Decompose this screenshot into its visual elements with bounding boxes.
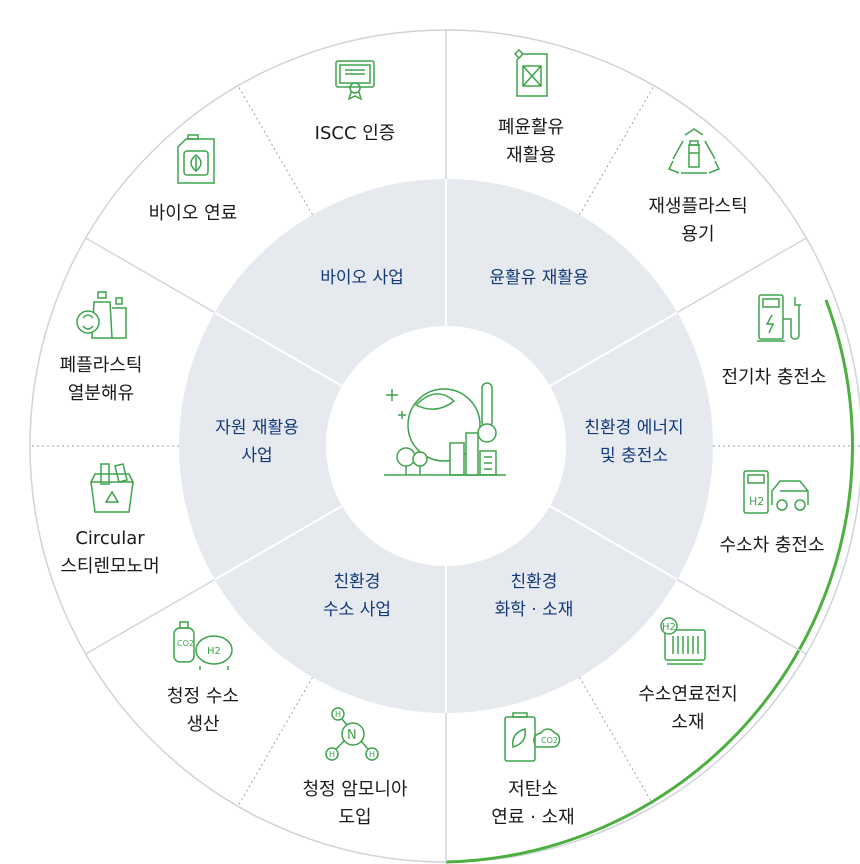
svg-text:CO2: CO2 (177, 639, 194, 648)
inner-divider (214, 505, 343, 581)
oil-can-icon (509, 48, 553, 100)
inner-label-bio: 바이오 사업 (320, 268, 404, 288)
svg-text:H2: H2 (207, 646, 221, 657)
outer-dividers (30, 30, 860, 862)
outer-label-h2-charging: 수소차 충전소 (719, 535, 825, 556)
inner-divider (549, 505, 678, 581)
svg-text:H: H (329, 750, 335, 759)
plastic-bottles-icon (74, 288, 130, 344)
accent-arc (445, 299, 854, 864)
svg-text:H: H (369, 750, 375, 759)
outer-divider (676, 578, 807, 655)
center-disc (326, 326, 566, 566)
outer-divider (85, 237, 216, 314)
outer-label-iscc: ISCC 인증 (314, 123, 396, 144)
eco-city-icon (376, 375, 516, 485)
certificate-icon (332, 55, 378, 101)
fuel-cell-icon: H2 (659, 616, 709, 668)
bio-fuel-can-icon (172, 133, 220, 187)
outer-label-bio-fuel: 바이오 연료 (148, 203, 238, 224)
inner-divider (549, 311, 678, 387)
outer-divider (676, 237, 807, 314)
recycle-bottle-icon (667, 127, 721, 177)
low-carbon-fuel-icon: CO2 (499, 711, 561, 765)
ammonia-molecule-icon: N H H H (322, 706, 384, 764)
svg-text:H2: H2 (662, 622, 676, 633)
svg-text:N: N (347, 728, 357, 743)
inner-divider (214, 311, 343, 387)
svg-text:H: H (335, 710, 341, 719)
recycle-bin-icon (87, 460, 137, 516)
inner-dividers (214, 179, 678, 713)
ev-charger-icon (755, 291, 801, 345)
hydrogen-station-icon: H2 (742, 467, 810, 517)
outer-label-ev-charging: 전기차 충전소 (721, 367, 827, 388)
svg-text:CO2: CO2 (541, 736, 558, 745)
inner-label-lube: 윤활유 재활용 (489, 268, 589, 288)
svg-text:H2: H2 (749, 495, 764, 508)
outer-divider (85, 578, 216, 655)
clean-hydrogen-icon: CO2 H2 (170, 618, 236, 672)
